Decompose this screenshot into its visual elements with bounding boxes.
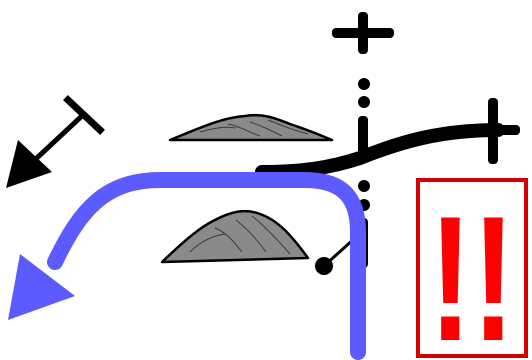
road-line — [255, 98, 520, 179]
route-arrow-icon — [8, 172, 366, 360]
pointer-marker — [315, 236, 357, 275]
upper-rock-icon — [168, 113, 334, 142]
warning-icon: !! — [416, 178, 528, 360]
direction-arrow-icon — [6, 95, 105, 188]
lower-rock-icon — [160, 209, 310, 264]
warning-text: !! — [429, 179, 515, 360]
